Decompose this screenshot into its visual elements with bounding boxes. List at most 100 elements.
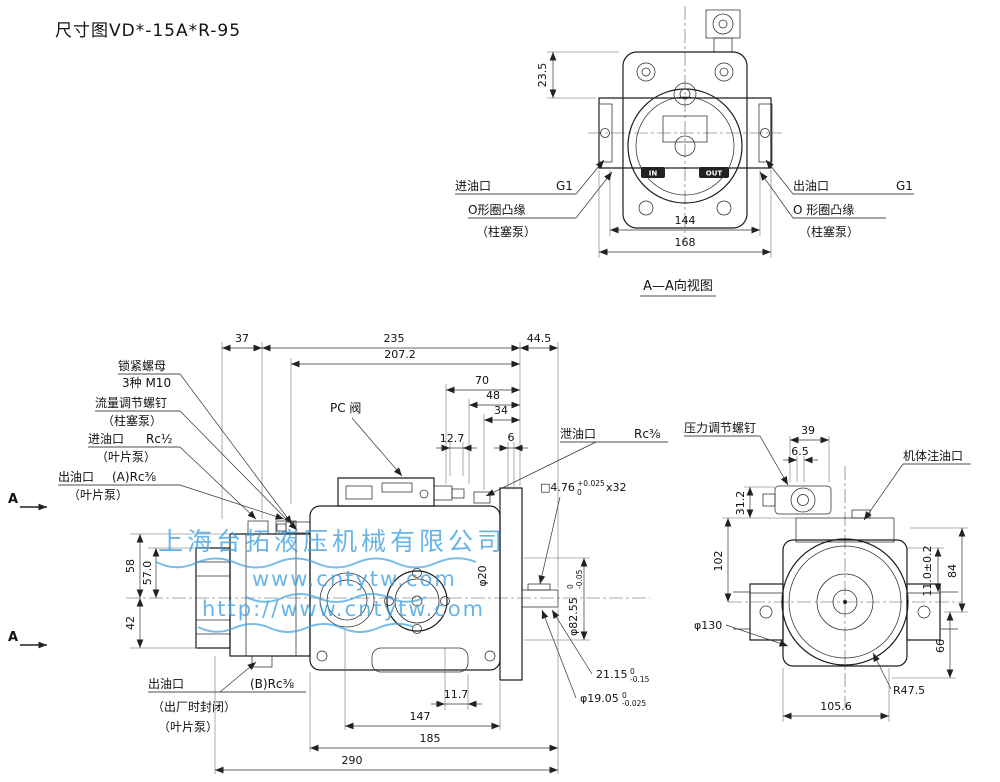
watermark-wave-3: [197, 622, 415, 633]
dim-207-2: 207.2: [384, 348, 416, 361]
dim-42: 42: [124, 616, 137, 630]
key-height-dimension: 21.15 0 -0.15: [551, 609, 650, 684]
out-label: OUT: [706, 170, 723, 178]
dim-6-5: 6.5: [791, 445, 809, 458]
dim-11-0: 11.0±0.2: [921, 545, 934, 596]
dim-r47-5: R47.5: [893, 684, 925, 697]
dim-57-0: 57.0: [141, 561, 154, 586]
label-inlet-size: G1: [556, 179, 573, 193]
end-top-cap: [795, 517, 895, 543]
side-boss-circle: [386, 570, 448, 632]
label-inlet-port: 进油口: [455, 179, 491, 193]
dim-39: 39: [801, 424, 815, 437]
dim-19-05-tol-bottom: -0.025: [622, 699, 646, 708]
dim-21-15-tol-top: 0: [630, 667, 635, 676]
dim-12-7: 12.7: [440, 432, 465, 445]
mounting-flange-plate: [499, 487, 523, 681]
label-outlet-a-size: (A)Rc⅜: [112, 470, 157, 484]
end-view-geometry: [728, 466, 962, 708]
shaft: [521, 589, 559, 608]
page-title: 尺寸图VD*-15A*R-95: [55, 21, 241, 41]
label-drain-size: Rc⅜: [634, 427, 661, 441]
watermark: 上海台拓液压机械有限公司 www.cntytw.com http://www.c…: [155, 527, 502, 633]
label-pc-valve: PC 阀: [330, 401, 361, 415]
label-side-inlet-size: Rc½: [146, 432, 173, 446]
rear-inlet-callout: 进油口 G1 O形圈凸缘 （柱塞泵）: [455, 159, 613, 239]
watermark-wave-1: [155, 557, 477, 569]
dim-70: 70: [475, 374, 489, 387]
dim-37: 37: [235, 332, 249, 345]
dim-144: 144: [675, 214, 696, 227]
shaft-key: [527, 583, 551, 591]
side-view-bottom-dimensions: 11.7 147 185 290: [214, 609, 559, 774]
label-outlet-port: 出油口: [793, 179, 829, 193]
watermark-url-2: http://www.cntytw.com: [202, 597, 485, 621]
label-lock-nut-spec: 3种 M10: [122, 376, 171, 390]
dim-48: 48: [486, 389, 500, 402]
label-drain: 泄油口: [560, 427, 596, 441]
out-port-tag: [699, 167, 729, 178]
pressure-screw-tip: [762, 493, 776, 507]
label-pressure-screw: 压力调节螺钉: [684, 421, 756, 435]
dim-168: 168: [675, 236, 696, 249]
label-inlet-note: （柱塞泵）: [476, 224, 536, 239]
rear-view-geometry: [588, 6, 782, 240]
watermark-url-1: www.cntytw.com: [252, 567, 457, 591]
section-a-top: A: [8, 492, 18, 507]
side-view-left-dimensions: 58 57.0 42: [124, 533, 232, 649]
dim-key-suffix: x32: [606, 481, 627, 494]
label-outlet-b: 出油口: [148, 677, 184, 691]
label-outlet-a-note: （叶片泵）: [68, 488, 128, 502]
outlet-b-callout: 出油口 (B)Rc⅜ （出厂时封闭） （叶片泵）: [148, 661, 306, 734]
label-oil-fill: 机体注油口: [903, 448, 963, 463]
dim-spigot-main: φ82.55: [567, 597, 580, 636]
section-a-bottom: A: [8, 630, 18, 645]
dim-34: 34: [494, 404, 508, 417]
dim-84: 84: [946, 564, 959, 578]
dim-11-7: 11.7: [444, 688, 469, 701]
dim-44-5: 44.5: [527, 332, 552, 345]
label-outlet-size: G1: [896, 179, 913, 193]
dim-290: 290: [342, 754, 363, 767]
label-side-inlet-note: （叶片泵）: [96, 450, 156, 464]
dim-147: 147: [410, 710, 431, 723]
label-outlet-b-size: (B)Rc⅜: [250, 677, 295, 691]
label-outlet-a: 出油口: [58, 470, 94, 484]
dim-235: 235: [384, 332, 405, 345]
vane-outlet-b-boss: [251, 655, 273, 668]
side-view-left-callouts: 锁紧螺母 3种 M10 流量调节螺钉 （柱塞泵） 进油口 Rc½ （叶片泵） 出…: [58, 358, 298, 531]
foot-bracket: [371, 647, 469, 673]
shaft-diameter-dimension: φ19.05 0 -0.025: [541, 609, 646, 708]
drain-callout: 泄油口 Rc⅜: [485, 427, 668, 497]
pc-valve-callout: PC 阀: [330, 401, 403, 477]
dim-key-main: □4.76: [540, 481, 575, 494]
view-caption: A—A向视图: [643, 278, 713, 294]
end-view-dimensions: 39 6.5 31.2 102 11.0±0.2 84 66 φ130: [694, 424, 968, 722]
label-side-inlet: 进油口: [88, 432, 124, 446]
dim-31-2: 31.2: [734, 491, 747, 516]
oil-fill-plug: [851, 509, 871, 519]
dim-23-5: 23.5: [536, 63, 549, 88]
lock-nut: [276, 523, 287, 532]
rear-view: IN OUT 23.5 144 168 A—A向视图 进油口 G1 O形圈凸缘: [455, 6, 914, 297]
dim-spigot-tol-bottom: -0.05: [575, 569, 584, 589]
dim-130: φ130: [694, 619, 722, 632]
in-port-tag: [641, 167, 665, 178]
dim-6: 6: [508, 431, 515, 444]
label-outlet-flange: O 形圈凸缘: [793, 203, 854, 217]
dim-spigot-tol-top: 0: [566, 584, 575, 589]
drain-plug: [473, 491, 491, 504]
label-outlet-note: （柱塞泵）: [799, 224, 859, 239]
rear-view-dimensions: 23.5 144 168: [536, 51, 772, 258]
pressure-screw-housing: [774, 485, 832, 515]
end-main-circle: [781, 538, 909, 666]
in-label: IN: [649, 170, 658, 178]
dim-21-15-tol-bottom: -0.15: [630, 675, 650, 684]
dim-key-tol-bottom: 0: [577, 488, 582, 497]
watermark-wave-2: [245, 593, 427, 603]
label-outlet-b-note1: （出厂时封闭）: [152, 700, 236, 714]
dim-66: 66: [934, 639, 947, 653]
side-view-geometry: [126, 477, 650, 681]
label-lock-nut: 锁紧螺母: [118, 358, 166, 373]
